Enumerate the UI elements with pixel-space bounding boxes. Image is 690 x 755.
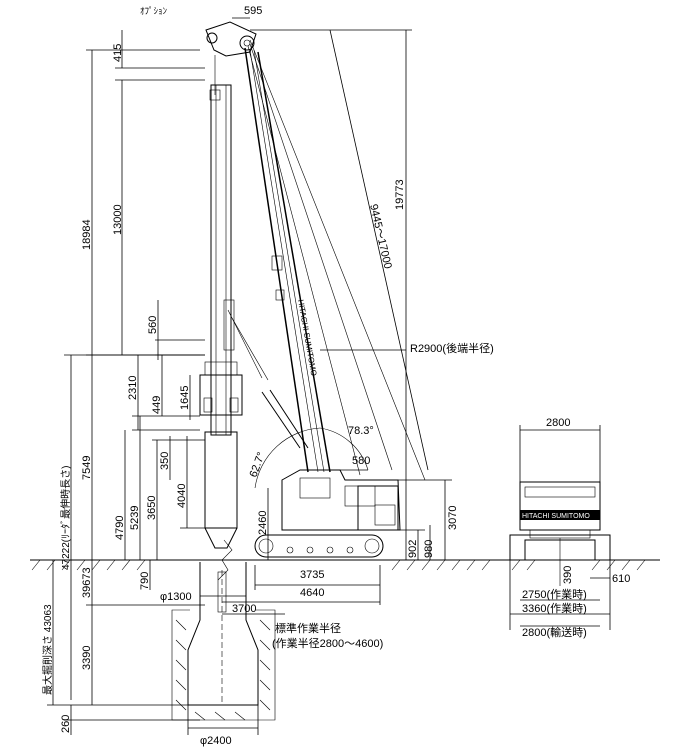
dimension-lines [47, 17, 611, 735]
dim-390: 390 [562, 566, 574, 584]
dim-3735: 3735 [300, 569, 324, 581]
dim-phi1300: φ1300 [160, 591, 192, 603]
dim-r2900: R2900(後端半径) [410, 341, 494, 355]
dim-2800-top: 2800 [546, 417, 570, 429]
dim-3700: 3700 [232, 603, 256, 615]
dim-13000: 13000 [112, 204, 124, 235]
dim-2800-bot: 2800(輸送時) [522, 625, 587, 639]
dim-790: 790 [139, 572, 151, 590]
excavation-pit [171, 562, 276, 721]
dim-580: 580 [352, 455, 370, 467]
dim-260: 260 [60, 715, 72, 733]
dim-560: 560 [147, 316, 159, 334]
dim-18984: 18984 [81, 219, 93, 250]
dim-3070: 3070 [447, 506, 459, 530]
ground-line [30, 559, 660, 571]
dim-2750: 2750(作業時) [522, 588, 587, 601]
boom-and-backstays: HITACHI SUMITOMO [244, 39, 426, 481]
dim-3650: 3650 [146, 496, 158, 520]
dim-449: 449 [151, 396, 163, 414]
dim-4040: 4040 [176, 484, 188, 508]
dim-7549: 7549 [81, 456, 93, 480]
dim-1645: 1645 [179, 386, 191, 410]
rear-brand-text: HITACHI SUMITOMO [522, 513, 590, 520]
angle-arcs [254, 427, 369, 489]
dim-4640: 4640 [300, 587, 324, 599]
dim-19773: 19773 [394, 179, 406, 210]
dim-9445: 9445～17000 [367, 203, 394, 270]
dim-350: 350 [159, 452, 171, 470]
dim-43063: 最大掘削深さ 43063 [41, 604, 54, 695]
dim-2460: 2460 [257, 511, 269, 535]
dim-phi2400: φ2400 [200, 735, 232, 747]
leader-mast [199, 84, 269, 581]
dim-3360: 3360(作業時) [522, 602, 587, 615]
option-label: ｵﾌﾟｼｮﾝ [140, 6, 168, 16]
angle-78-3: 78.3° [348, 425, 374, 437]
base-machine [254, 469, 401, 558]
boom-brand-text: HITACHI SUMITOMO [296, 299, 318, 377]
dim-610: 610 [612, 573, 630, 585]
dim-2310: 2310 [127, 376, 139, 400]
dim-4790: 4790 [114, 516, 126, 540]
dim-902: 902 [407, 540, 419, 558]
dim-595: 595 [244, 5, 262, 17]
dim-5239: 5239 [129, 506, 141, 530]
dim-980: 980 [423, 540, 435, 558]
top-sheave [205, 21, 257, 101]
angle-62-7: 62.7° [248, 451, 268, 479]
dimension-texts: ｵﾌﾟｼｮﾝ 595 415 13000 18984 560 2310 449 … [41, 5, 630, 747]
dim-415: 415 [112, 44, 124, 62]
radius-range: (作業半径2800～4600) [272, 636, 383, 650]
dim-39673: 39673 [81, 567, 93, 598]
dim-47222: 47222(ﾘｰﾀﾞ最伸時長さ) [60, 466, 72, 570]
radius-standard: 標準作業半径 [275, 621, 341, 635]
rear-view: HITACHI SUMITOMO [509, 481, 611, 586]
dim-3390: 3390 [81, 646, 93, 670]
